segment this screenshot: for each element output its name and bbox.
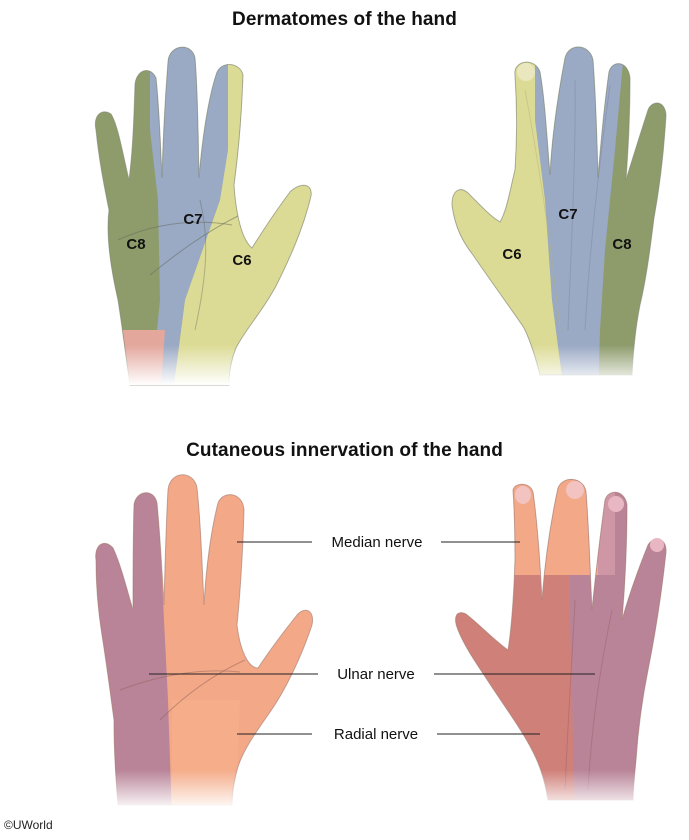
nail [566,481,584,499]
dorsum-label-c8: C8 [612,236,631,253]
nail [650,538,664,552]
copyright-credit: ©UWorld [4,818,53,832]
palm-label-c6: C6 [232,252,251,269]
median-zone-dorsum [505,479,598,575]
ulnar-nerve-label: Ulnar nerve [337,666,415,683]
dorsum-label-c7: C7 [558,206,577,223]
leader-lines [149,541,595,735]
palm-label-c7: C7 [183,211,202,228]
palm-innervation-hand [95,474,313,805]
palm-label-c8: C8 [126,236,145,253]
nail [515,486,531,504]
c7-zone-palm [150,47,250,385]
radial-nerve-label: Radial nerve [334,726,418,743]
cutaneous-title: Cutaneous innervation of the hand [186,440,503,461]
dermatomes-title: Dermatomes of the hand [232,9,457,30]
dorsum-innervation-hand [455,479,667,800]
nail [608,496,624,512]
median-nerve-label: Median nerve [332,534,423,551]
dorsum-label-c6: C6 [502,246,521,263]
